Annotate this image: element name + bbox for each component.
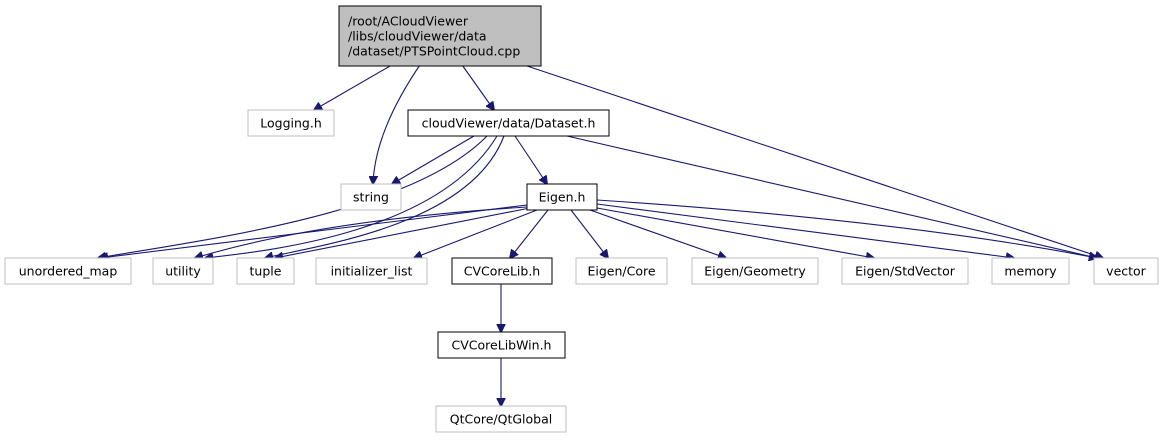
edge-eigen-to-initlist — [414, 209, 538, 258]
node-box-tuple — [236, 257, 295, 285]
node-label-memory: memory — [1004, 264, 1057, 279]
node-box-vector — [1093, 257, 1159, 285]
node-umap: unordered_map — [4, 257, 132, 285]
edge-dataset-to-eigen — [514, 135, 547, 184]
node-label-dataset: cloudViewer/data/Dataset.h — [422, 116, 596, 131]
node-box-memory — [991, 257, 1070, 285]
edge-eigen-to-eigstd — [596, 207, 874, 258]
node-box-eigen — [526, 183, 598, 211]
node-box-eigcore — [575, 257, 668, 285]
node-qtglobal: QtCore/QtGlobal — [435, 405, 567, 433]
edge-root-to-dataset — [459, 61, 494, 110]
edge-eigen-to-vector — [596, 199, 1097, 258]
node-vector: vector — [1093, 257, 1159, 285]
node-label-eiggeo: Eigen/Geometry — [704, 264, 806, 279]
node-memory: memory — [991, 257, 1070, 285]
edge-root-to-string — [373, 61, 423, 184]
node-box-root — [338, 5, 542, 67]
edge-root-to-logging — [314, 61, 398, 110]
node-string: string — [340, 183, 402, 211]
node-box-logging — [247, 109, 335, 137]
node-box-utility — [152, 257, 214, 285]
edges-layer — [98, 61, 1103, 406]
node-tuple: tuple — [236, 257, 295, 285]
edge-dataset-to-tuple — [265, 135, 505, 258]
node-label-string: string — [353, 190, 389, 205]
edge-dataset-to-umap — [98, 135, 488, 258]
node-label-cvwin: CVCoreLibWin.h — [452, 338, 552, 353]
node-label-root-line-0: /root/ACloudViewer — [348, 14, 469, 29]
edge-dataset-to-string — [392, 135, 475, 184]
edge-dataset-to-vector — [566, 135, 1097, 258]
edge-dataset-to-utility — [205, 135, 498, 258]
node-eigen[interactable]: Eigen.h — [526, 183, 598, 211]
node-label-root-line-2: /dataset/PTSPointCloud.cpp — [348, 44, 520, 59]
node-label-eigen: Eigen.h — [539, 190, 586, 205]
node-box-cvcore — [451, 257, 553, 285]
node-root[interactable]: /root/ACloudViewer/libs/cloudViewer/data… — [338, 5, 542, 67]
node-eigcore: Eigen/Core — [575, 257, 668, 285]
node-label-umap: unordered_map — [19, 264, 118, 279]
edge-eigen-to-utility — [195, 206, 528, 258]
edge-eigen-to-eiggeo — [589, 209, 726, 258]
node-eigstd: Eigen/StdVector — [841, 257, 969, 285]
node-label-root-line-1: /libs/cloudViewer/data — [348, 29, 487, 44]
node-label-qtglobal: QtCore/QtGlobal — [450, 412, 553, 427]
node-label-cvcore: CVCoreLib.h — [464, 264, 540, 279]
node-cvcore[interactable]: CVCoreLib.h — [451, 257, 553, 285]
node-box-cvwin — [437, 331, 566, 359]
node-dataset[interactable]: cloudViewer/data/Dataset.h — [407, 109, 610, 137]
node-initlist: initializer_list — [315, 257, 428, 285]
node-box-initlist — [315, 257, 428, 285]
node-label-logging: Logging.h — [260, 116, 322, 131]
node-logging: Logging.h — [247, 109, 335, 137]
node-label-initlist: initializer_list — [331, 264, 413, 279]
nodes-layer: /root/ACloudViewer/libs/cloudViewer/data… — [4, 5, 1159, 433]
node-box-umap — [4, 257, 132, 285]
node-box-qtglobal — [435, 405, 567, 433]
node-box-eigstd — [841, 257, 969, 285]
node-label-tuple: tuple — [250, 264, 282, 279]
node-box-dataset — [407, 109, 610, 137]
node-label-eigstd: Eigen/StdVector — [855, 264, 956, 279]
edge-eigen-to-eigcore — [570, 209, 608, 258]
edge-eigen-to-tuple — [275, 207, 531, 258]
node-box-string — [340, 183, 402, 211]
edge-eigen-to-memory — [596, 203, 1014, 258]
edge-root-to-vector — [514, 61, 1103, 258]
node-label-utility: utility — [165, 264, 201, 279]
edge-eigen-to-cvcore — [510, 209, 549, 258]
node-label-vector: vector — [1106, 264, 1147, 279]
edge-eigen-to-umap — [100, 204, 528, 258]
node-utility: utility — [152, 257, 214, 285]
node-eiggeo: Eigen/Geometry — [691, 257, 819, 285]
node-cvwin[interactable]: CVCoreLibWin.h — [437, 331, 566, 359]
node-label-eigcore: Eigen/Core — [587, 264, 655, 279]
node-box-eiggeo — [691, 257, 819, 285]
